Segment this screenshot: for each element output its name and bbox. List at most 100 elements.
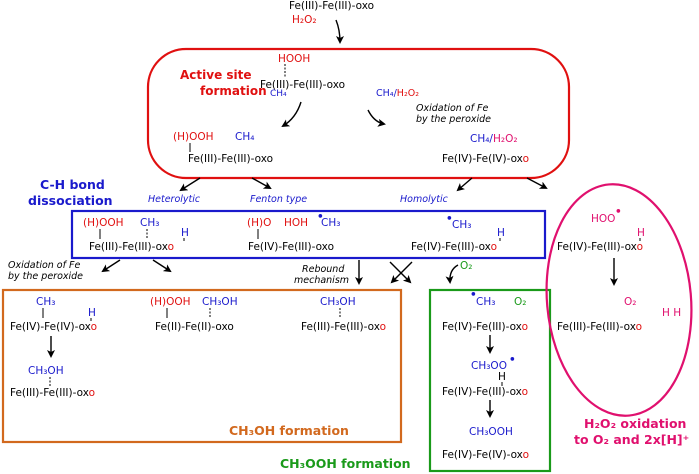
a2-dimer-a: Fe(III)-Fe(III)-ox	[10, 387, 89, 399]
h2o2-title-1: H₂O₂ oxidation	[584, 416, 686, 431]
right-dimer-b: o	[523, 153, 529, 165]
ch4-h2o2-small: CH₄/H₂O₂	[376, 88, 419, 99]
pink-h: H	[637, 227, 645, 239]
arrow-top-down	[335, 19, 344, 44]
h2o2-small-part: H₂O₂	[397, 88, 419, 99]
o2-mid: O₂	[460, 260, 472, 272]
right-ch4-h2o2: CH₄/H₂O₂	[470, 133, 518, 145]
right-dimer: Fe(IV)-Fe(IV)-oxo	[442, 153, 529, 165]
top-dimer: Fe(III)-Fe(III)-oxo	[289, 0, 374, 12]
active-site-title-2: formation	[200, 84, 267, 98]
h2o2-ellipse	[545, 183, 693, 417]
s2-radical: •	[317, 211, 324, 223]
c-dimer-a: Fe(III)-Fe(III)-ox	[301, 321, 380, 333]
left-ligand: (H)OOH	[173, 131, 214, 143]
c-dimer: Fe(III)-Fe(III)-oxo	[301, 321, 386, 333]
g-d2-b: o	[522, 386, 528, 398]
p-d1-b: o	[637, 241, 643, 253]
r-radical: •	[470, 289, 477, 301]
g-d3-b: o	[523, 449, 529, 461]
g-h: H	[498, 371, 506, 383]
c-ch3oh: CH₃OH	[320, 296, 356, 308]
s3-dimer: Fe(IV)-Fe(III)-oxo	[411, 241, 497, 253]
ch3oo-radical: •	[509, 354, 516, 366]
a-dimer-b: o	[91, 321, 97, 333]
a-ch3: CH₃	[36, 296, 55, 308]
ch3ooh-title: CH₃OOH formation	[280, 456, 411, 471]
a-h: H	[88, 307, 96, 319]
label-heterolytic: Heterolytic	[148, 194, 201, 205]
left-ch4: CH₄	[235, 131, 254, 143]
s1-ch3: CH₃	[140, 217, 159, 229]
ch-bond-title-2: dissociation	[28, 193, 113, 208]
pink-o2: O₂	[624, 296, 636, 308]
s3-h: H	[497, 227, 505, 239]
arrow-cross-b	[390, 261, 413, 284]
p-d2-b: o	[636, 321, 642, 333]
arrow-right-branch	[367, 109, 386, 127]
arrow-cross-a	[389, 261, 412, 284]
active-site-box	[146, 47, 571, 180]
right-ch4: CH₄/	[470, 133, 493, 145]
s2-ch3: CH₃	[321, 217, 340, 229]
s3-dimer-b: o	[491, 241, 497, 253]
ch3oo: CH₃OO	[471, 360, 507, 372]
arrow-heterolytic	[179, 177, 201, 192]
left-dimer: Fe(III)-Fe(III)-oxo	[188, 153, 273, 165]
oxidation-mid-1: Oxidation of Fe	[8, 260, 80, 271]
right-h2o2: H₂O₂	[493, 133, 518, 145]
s3-radical: •	[446, 213, 453, 225]
c-dimer-b: o	[380, 321, 386, 333]
ch4-small-part: CH₄/	[376, 88, 398, 99]
label-homolytic: Homolytic	[400, 194, 449, 205]
arrow-oxidation-left	[101, 259, 121, 273]
arrow-o2	[445, 264, 459, 284]
p-d1: Fe(IV)-Fe(III)-oxo	[557, 241, 643, 253]
r-o2: O₂	[514, 296, 526, 308]
arrow-left-branch	[281, 101, 302, 128]
r-ch3: CH₃	[476, 296, 495, 308]
hoo: HOO	[591, 213, 615, 225]
s1-h: H	[181, 227, 189, 239]
g-d3-a: Fe(IV)-Fe(IV)-ox	[442, 449, 523, 461]
s1-dimer-b: o	[168, 241, 174, 253]
h2o2-title-2: to O₂ and 2x[H]⁺	[574, 432, 689, 447]
b-ch3oh: CH₃OH	[202, 296, 238, 308]
a-dimer: Fe(IV)-Fe(IV)-oxo	[10, 321, 97, 333]
hooh-dimer: Fe(III)-Fe(III)-oxo	[260, 79, 345, 91]
rebound-2: mechanism	[294, 275, 349, 286]
a2-dimer-b: o	[89, 387, 95, 399]
a2-ch3oh: CH₃OH	[28, 365, 64, 377]
ch3ooh-box	[428, 288, 552, 473]
s1-dimer-a: Fe(III)-Fe(III)-ox	[89, 241, 168, 253]
ch3ooh: CH₃OOH	[469, 426, 513, 438]
hoo-radical: •	[615, 206, 622, 218]
b-ligand: (H)OOH	[150, 296, 191, 308]
s3-dimer-a: Fe(IV)-Fe(III)-ox	[411, 241, 491, 253]
g-d1-b: o	[522, 321, 528, 333]
arrow-to-h2o2	[526, 177, 548, 189]
s1-ligand: (H)OOH	[83, 217, 124, 229]
oxidation-top-2: by the peroxide	[416, 114, 491, 125]
arrow-to-fe2	[152, 259, 172, 273]
s3-ch3: CH₃	[452, 219, 471, 231]
s2-dimer: Fe(IV)-Fe(III)-oxo	[248, 241, 334, 253]
arrow-homolytic	[456, 177, 473, 192]
ch-bond-title-1: C-H bond	[40, 177, 105, 192]
ch-bond-box	[70, 209, 547, 260]
rebound-1: Rebound	[302, 264, 345, 275]
g-d1-a: Fe(IV)-Fe(III)-ox	[442, 321, 522, 333]
s1-dimer: Fe(III)-Fe(III)-oxo	[89, 241, 174, 253]
g-d2: Fe(IV)-Fe(III)-oxo	[442, 386, 528, 398]
s2-ligand: (H)O	[247, 217, 271, 229]
p-d1-a: Fe(IV)-Fe(III)-ox	[557, 241, 637, 253]
b-dimer: Fe(II)-Fe(II)-oxo	[155, 321, 234, 333]
ch3oh-box	[1, 288, 403, 444]
p-d2-a: Fe(III)-Fe(III)-ox	[557, 321, 636, 333]
hooh-label: HOOH	[278, 53, 310, 65]
g-d1: Fe(IV)-Fe(III)-oxo	[442, 321, 528, 333]
label-fenton: Fenton type	[250, 194, 307, 205]
g-d2-a: Fe(IV)-Fe(III)-ox	[442, 386, 522, 398]
